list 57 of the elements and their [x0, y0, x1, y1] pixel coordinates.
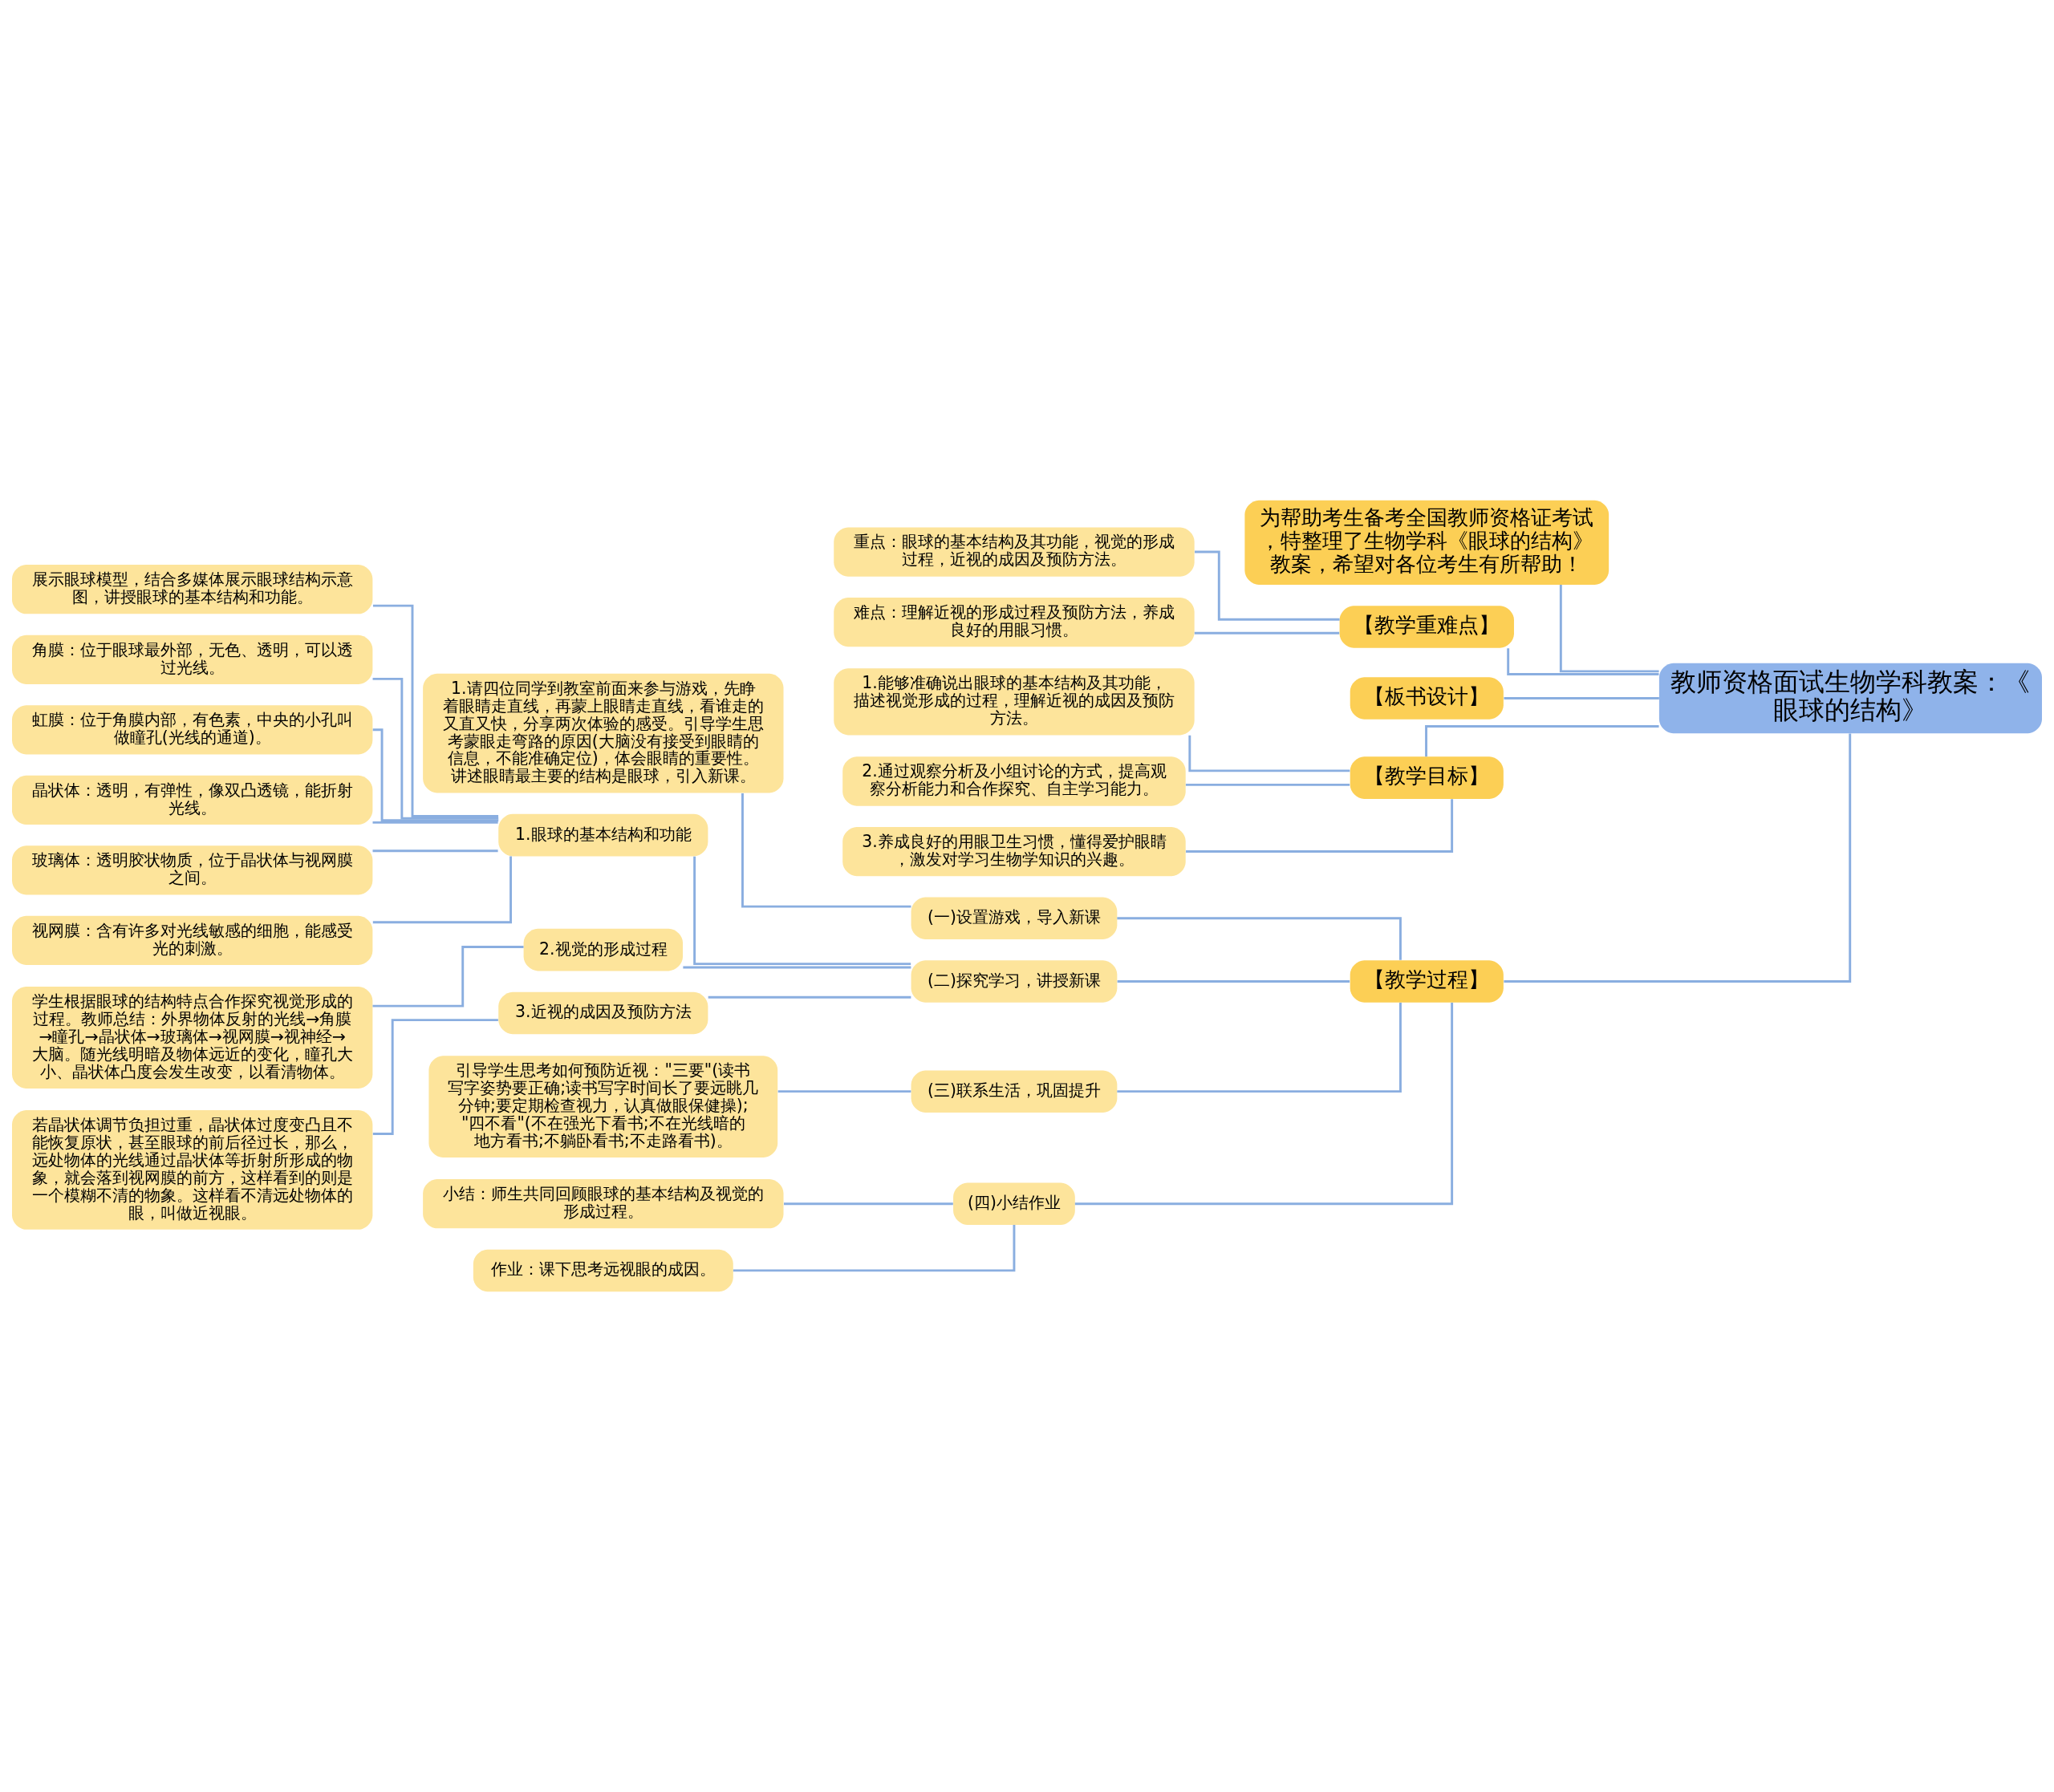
node-box: 展示眼球模型，结合多媒体展示眼球结构示意图，讲授眼球的基本结构和功能。	[12, 565, 373, 614]
connector	[1504, 733, 1852, 983]
node-box: 作业：课下思考远视眼的成因。	[473, 1249, 733, 1292]
node-box: 1.眼球的基本结构和功能	[498, 813, 708, 857]
connector	[733, 1225, 1016, 1272]
node-box: 3.养成良好的用眼卫生习惯，懂得爱护眼睛，激发对学习生物学知识的兴趣。	[842, 826, 1186, 877]
node-box: 2.通过观察分析及小组讨论的方式，提高观察分析能力和合作探究、自主学习能力。	[842, 756, 1186, 806]
node-box: 虹膜：位于角膜内部，有色素，中央的小孔叫做瞳孔(光线的通道)。	[12, 705, 373, 755]
node-box: 玻璃体：透明胶状物质，位于晶状体与视网膜之间。	[12, 845, 373, 895]
connector	[1185, 783, 1350, 786]
connector	[708, 995, 911, 999]
node-box: (三)联系生活，巩固提升	[911, 1070, 1118, 1113]
connector	[1194, 631, 1340, 634]
node-box: 【板书设计】	[1350, 677, 1504, 720]
node-box: 角膜：位于眼球最外部，无色、透明，可以透过光线。	[12, 634, 373, 684]
connector	[1117, 980, 1350, 983]
node-box: 1.能够准确说出眼球的基本结构及其功能，描述视觉形成的过程，理解近视的成因及预防方法。	[834, 668, 1195, 736]
connector	[372, 677, 499, 820]
node-box: 引导学生思考如何预防近视："三要"(读书写字姿势要正确;读书写字时间长了要远眺几分钟;要定期检查视力，认真做眼保健操);"四不看"(不在强光下看书;不在光线暗的地方看书;不躺卧看书;不走路看书)。	[428, 1056, 778, 1158]
connector	[693, 856, 911, 966]
node-box: 1.请四位同学到教室前面来参与游戏，先睁着眼睛走直线，再蒙上眼睛走直线，看谁走的又直又快，分享两次体验的感受。引导学生思考蒙眼走弯路的原因(大脑没有接受到眼睛的信息，不能准确定位)，体会眼睛的重要性。讲述眼睛最主要的结构是眼球，引入新课。	[423, 673, 784, 793]
connector	[1117, 1002, 1402, 1093]
node-box: 重点：眼球的基本结构及其功能，视觉的形成过程，近视的成因及预防方法。	[834, 527, 1195, 577]
connector	[1559, 584, 1659, 673]
connector	[1504, 696, 1659, 699]
connector	[777, 1090, 911, 1093]
connector	[372, 946, 524, 1007]
node-box: 视网膜：含有许多对光线敏感的细胞，能感受光的刺激。	[12, 915, 373, 966]
connector	[372, 1019, 498, 1135]
connector	[741, 793, 911, 908]
node-box: 【教学重难点】	[1339, 606, 1514, 648]
connector	[372, 604, 499, 817]
node-box: (四)小结作业	[953, 1182, 1075, 1225]
node-box: 【教学目标】	[1350, 756, 1504, 799]
connector	[372, 821, 498, 824]
connector	[1188, 735, 1350, 772]
node-box: 为帮助考生备考全国教师资格证考试，特整理了生物学科《眼球的结构》教案，希望对各位考生有所帮助！	[1244, 500, 1610, 585]
node-box: (二)探究学习，讲授新课	[911, 960, 1118, 1003]
node-box: 学生根据眼球的结构特点合作探究视觉形成的过程。教师总结：外界物体反射的光线→角膜→瞳孔→晶状体→玻璃体→视网膜→视神经→大脑。随光线明暗及物体远近的变化，瞳孔大小、晶状体凸度会发生改变，以看清物体。	[12, 987, 373, 1089]
connector	[372, 728, 499, 822]
node-box: 小结：师生共同回顾眼球的基本结构及视觉的形成过程。	[423, 1179, 784, 1229]
connector	[1425, 725, 1659, 757]
node-box: 2.视觉的形成过程	[523, 928, 684, 971]
connector	[1074, 1003, 1454, 1206]
connector	[784, 1202, 953, 1206]
node-box: 3.近视的成因及预防方法	[498, 991, 708, 1035]
node-box: 若晶状体调节负担过重，晶状体过度变凸且不能恢复原状，甚至眼球的前后径过长，那么，远处物体的光线通过晶状体等折射所形成的物象，就会落到视网膜的前方，这样看到的则是一个模糊不清的物象。这样看不清远处物体的眼，叫做近视眼。	[12, 1110, 373, 1230]
node-box: 晶状体：透明，有弹性，像双凸透镜，能折射光线。	[12, 775, 373, 825]
connector	[1186, 799, 1454, 853]
node-box: 教师资格面试生物学科教案：《眼球的结构》	[1658, 663, 2042, 734]
connector	[372, 849, 498, 853]
node-box: 难点：理解近视的形成过程及预防方法，养成良好的用眼习惯。	[834, 597, 1195, 647]
node-box: 【教学过程】	[1350, 960, 1504, 1003]
node-box: (一)设置游戏，导入新课	[911, 897, 1118, 939]
connector	[1117, 917, 1402, 960]
connector	[683, 966, 911, 969]
connector	[372, 856, 512, 924]
